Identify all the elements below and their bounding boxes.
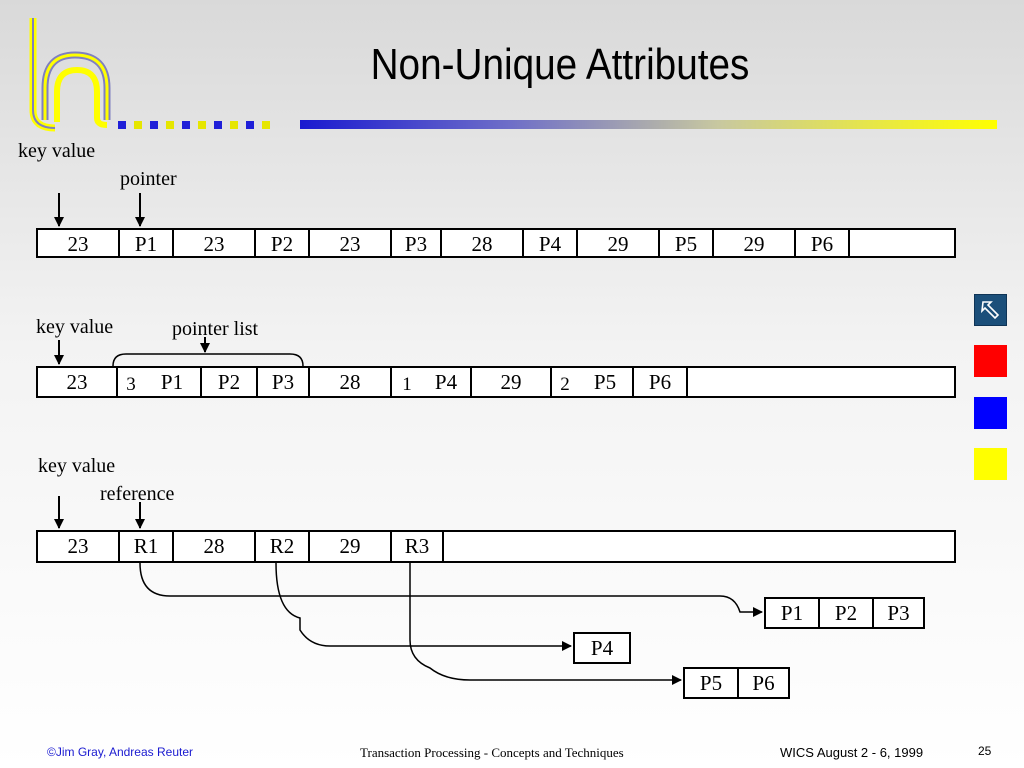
- s3-key-value-label: key value: [38, 455, 116, 477]
- s3-cell: R1: [120, 532, 174, 561]
- s1-cell: P4: [524, 230, 578, 256]
- title-underline-bar: [300, 120, 997, 129]
- s2-cell: P1: [144, 368, 202, 396]
- list-cell: P4: [590, 636, 614, 660]
- s3-cell: R2: [256, 532, 310, 561]
- s2-index-row: 23 3 P1 P2 P3 28 1 P4 29 2 P5 P6: [36, 366, 956, 398]
- s3-cell: 28: [174, 532, 256, 561]
- s3-cell: 23: [38, 532, 120, 561]
- s2-cell: P2: [202, 368, 258, 396]
- footer-course-title: Transaction Processing - Concepts and Te…: [360, 745, 624, 760]
- s1-index-row: 23 P1 23 P2 23 P3 28 P4 29 P5 29 P6: [36, 228, 956, 258]
- s2-cell: P6: [634, 368, 688, 396]
- s3-cell: R3: [392, 532, 444, 561]
- s1-pointer-label: pointer: [120, 168, 177, 190]
- s1-cell: 23: [310, 230, 392, 256]
- list-cell: P1: [766, 599, 820, 627]
- s2-cell: 28: [310, 368, 392, 396]
- s1-cell: 29: [578, 230, 660, 256]
- s1-cell: P5: [660, 230, 714, 256]
- s2-cell: P3: [258, 368, 310, 396]
- s2-count: 1: [402, 374, 412, 395]
- s2-count: 2: [560, 374, 570, 395]
- s3-cell: 29: [310, 532, 392, 561]
- s1-cell: 23: [38, 230, 120, 256]
- footer-copyright: ©Jim Gray, Andreas Reuter: [47, 745, 194, 759]
- yellow-nav-button[interactable]: [974, 448, 1007, 480]
- s1-cell: 23: [174, 230, 256, 256]
- page-number: 25: [978, 744, 992, 758]
- s2-cell: 29: [472, 368, 552, 396]
- s2-cell: 23: [38, 368, 118, 396]
- list-cell: P3: [887, 601, 910, 625]
- red-nav-button[interactable]: [974, 345, 1007, 377]
- s1-cell: P6: [796, 230, 850, 256]
- decorative-dots: [118, 121, 278, 129]
- s2-cell: P4: [422, 368, 472, 396]
- s1-cell: P1: [120, 230, 174, 256]
- s1-key-value-label: key value: [18, 140, 96, 162]
- page-title: Non-Unique Attributes: [370, 40, 750, 89]
- s2-cell: P5: [578, 368, 634, 396]
- s3-index-row: 23 R1 28 R2 29 R3: [36, 530, 956, 563]
- list-cell: P6: [752, 671, 775, 695]
- s2-count: 3: [126, 374, 136, 395]
- list-box-r3: P5 P6: [683, 667, 790, 699]
- s1-cell: P3: [392, 230, 442, 256]
- blue-nav-button[interactable]: [974, 397, 1007, 429]
- footer-event: WICS August 2 - 6, 1999: [780, 745, 924, 760]
- return-button[interactable]: [974, 294, 1007, 326]
- list-cell: P5: [685, 669, 739, 697]
- s1-cell: P2: [256, 230, 310, 256]
- s1-cell: 28: [442, 230, 524, 256]
- s3-reference-label: reference: [100, 483, 175, 505]
- s2-key-value-label: key value: [36, 316, 114, 338]
- s1-cell: 29: [714, 230, 796, 256]
- list-cell: P2: [820, 599, 874, 627]
- return-arrow-icon: [980, 301, 1000, 320]
- logo-icon: [29, 18, 111, 132]
- list-box-r1: P1 P2 P3: [764, 597, 925, 629]
- s2-pointer-list-label: pointer list: [172, 318, 259, 340]
- list-box-r2: P4: [573, 632, 631, 664]
